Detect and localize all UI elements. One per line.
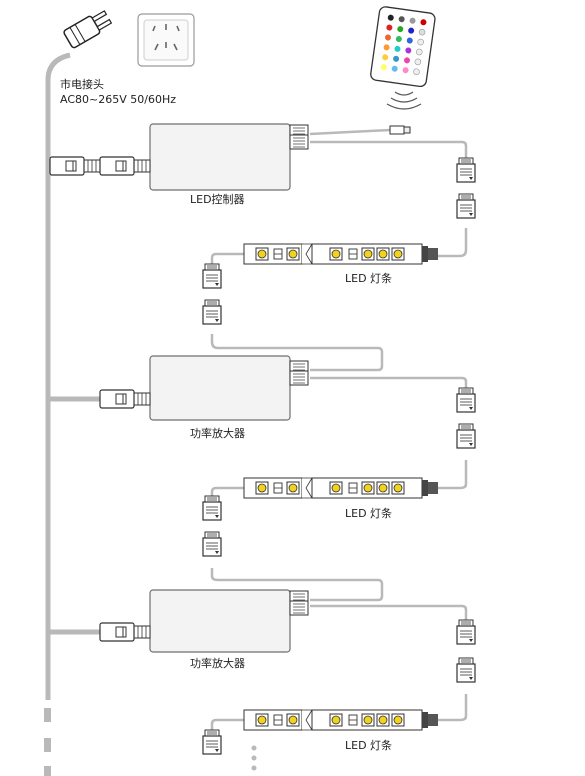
power-amplifier-2 xyxy=(99,589,309,653)
signal-wires xyxy=(210,128,468,730)
ir-remote-icon xyxy=(370,6,436,88)
amplifier-label-2: 功率放大器 xyxy=(190,657,245,670)
strip-label-2: LED 灯条 xyxy=(345,507,393,520)
connector-pair-5 xyxy=(456,619,476,683)
power-plug-icon xyxy=(63,10,113,49)
connector-pair-2 xyxy=(202,263,222,325)
ir-receiver xyxy=(389,125,411,135)
continuation-dots xyxy=(251,745,257,771)
connector-pair-1 xyxy=(456,157,476,219)
wall-socket-icon xyxy=(137,13,195,67)
strip-label-1: LED 灯条 xyxy=(345,272,393,285)
led-strip-3 xyxy=(243,709,438,731)
connector-pair-4 xyxy=(202,495,222,557)
connector-pair-6 xyxy=(202,729,222,755)
ir-signal-icon xyxy=(386,91,422,110)
led-strip-1 xyxy=(243,243,438,265)
led-strip-2 xyxy=(243,477,438,499)
strip-label-3: LED 灯条 xyxy=(345,739,393,752)
amplifier-label-1: 功率放大器 xyxy=(190,427,245,440)
led-controller xyxy=(49,123,309,191)
power-label: 市电接头 xyxy=(60,78,104,91)
power-spec: AC80~265V 50/60Hz xyxy=(60,93,176,106)
connector-pair-3 xyxy=(456,387,476,449)
power-amplifier-1 xyxy=(99,355,309,421)
controller-label: LED控制器 xyxy=(190,193,245,206)
